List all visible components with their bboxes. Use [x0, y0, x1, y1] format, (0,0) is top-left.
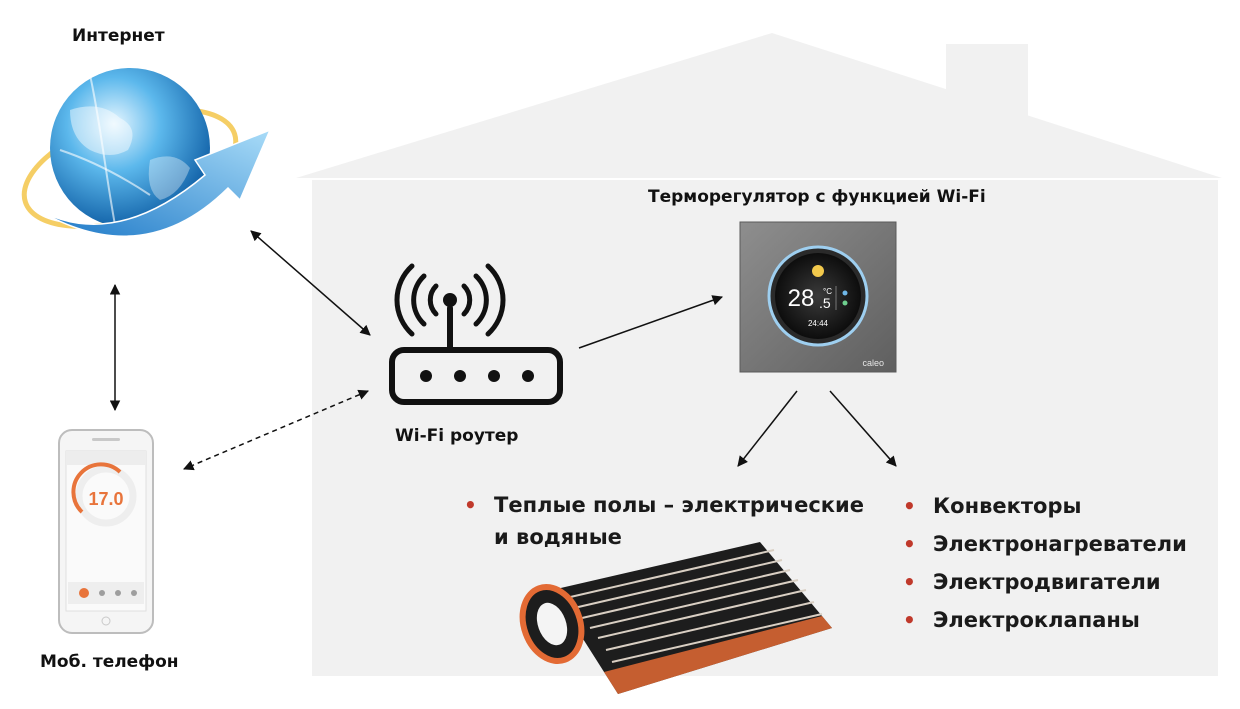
bullet-dot: • — [903, 494, 916, 518]
thermo-temperature-decimal: .5 — [819, 295, 831, 311]
arrow-router-thermostat — [578, 295, 723, 349]
globe-arrow-icon — [21, 68, 272, 237]
list-item: •Электродвигатели — [897, 563, 1187, 601]
sun-cloud-icon — [812, 265, 824, 277]
bullet-dot: • — [903, 532, 916, 556]
phone-label: Моб. телефон — [40, 652, 179, 672]
thermostat-label: Терморегулятор с функцией Wi-Fi — [648, 187, 986, 207]
bullet-dot: • — [903, 608, 916, 632]
list-item: •Электронагреватели — [897, 525, 1187, 563]
floor-heating-list: •Теплые полы – электрические и водяные — [458, 489, 878, 553]
thermo-unit: °C — [823, 287, 832, 296]
smartphone-icon: 17.0 — [58, 429, 154, 634]
thermostat-device: 28 °C .5 24:44 caleo — [739, 221, 897, 373]
arrow-thermostat-devices — [829, 390, 897, 467]
arrow-router-phone — [183, 389, 369, 471]
arrow-internet-router — [250, 230, 371, 336]
heating-film-roll-icon — [519, 542, 832, 694]
wifi-router-icon — [389, 263, 563, 405]
list-item: •Электроклапаны — [897, 601, 1187, 639]
arrow-thermostat-floor — [737, 390, 798, 467]
bullet-dot: • — [464, 493, 477, 517]
devices-list: •Конвекторы •Электронагреватели •Электро… — [897, 487, 1187, 639]
thermo-time: 24:44 — [808, 319, 829, 328]
router-label: Wi-Fi роутер — [395, 426, 519, 446]
phone-temperature-value: 17.0 — [88, 489, 123, 509]
list-item: •Конвекторы — [897, 487, 1187, 525]
list-item: •Теплые полы – электрические и водяные — [458, 489, 878, 553]
thermo-temperature: 28 — [788, 285, 815, 312]
bullet-dot: • — [903, 570, 916, 594]
internet-label: Интернет — [72, 26, 165, 46]
brand-logo: caleo — [862, 358, 884, 368]
